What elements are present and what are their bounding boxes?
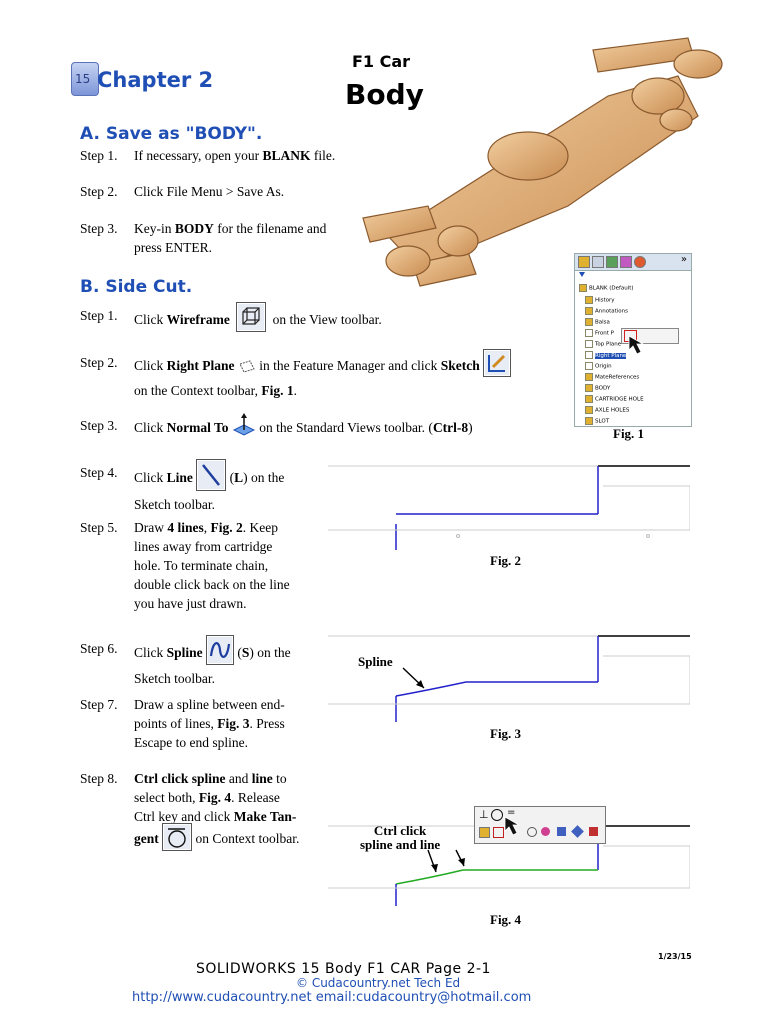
relation-icon[interactable]	[493, 827, 504, 838]
tangent-icon[interactable]	[491, 809, 503, 821]
dim-tab-icon[interactable]	[620, 256, 632, 268]
options-icon[interactable]	[589, 827, 598, 836]
wireframe-icon	[236, 302, 267, 332]
perpendicular-icon[interactable]: ⊥	[479, 808, 489, 821]
chapter-badge: 15	[71, 62, 99, 96]
fig-3-spline-label: Spline	[358, 654, 393, 669]
equal-icon[interactable]: =	[507, 807, 516, 818]
fig-4-context-toolbar: ⊥ =	[474, 806, 606, 844]
property-tab-icon[interactable]	[592, 256, 604, 268]
plane-icon	[239, 360, 255, 373]
view-icon[interactable]	[557, 827, 566, 836]
tree-item-root[interactable]: BLANK (Default)	[579, 284, 634, 292]
figure-3	[328, 635, 690, 722]
footer-title: SOLIDWORKS 15 Body F1 CAR Page 2-1	[196, 961, 491, 977]
display-icon[interactable]	[541, 827, 550, 836]
page-subtitle: F1 Car	[352, 52, 411, 71]
config-tab-icon[interactable]	[606, 256, 618, 268]
zoom-icon[interactable]	[527, 827, 537, 837]
footer-date: 1/23/15	[658, 952, 692, 961]
fig-1-caption: Fig. 1	[613, 426, 645, 441]
tree-item-history[interactable]: History	[585, 296, 615, 304]
chapter-badge-number: 15	[75, 72, 91, 86]
feature-manager-panel: » BLANK (Default) History Annotations Ba…	[574, 253, 692, 427]
f1-car-image	[362, 37, 723, 287]
page-title: Body	[345, 78, 424, 111]
section-a-heading: A. Save as "BODY".	[80, 124, 263, 144]
feature-manager-toolbar: »	[575, 254, 691, 271]
display-tab-icon[interactable]	[634, 256, 646, 268]
fig-2-caption: Fig. 2	[490, 553, 522, 568]
normal-to-icon	[232, 412, 256, 438]
sketch-icon	[483, 349, 512, 377]
fig-3-caption: Fig. 3	[490, 726, 522, 741]
fig-4-caption: Fig. 4	[490, 912, 522, 927]
tree-item-annotations[interactable]: Annotations	[585, 307, 628, 315]
tree-item-axle-holes[interactable]: AXLE HOLES	[585, 406, 629, 414]
chapter-label: Chapter 2	[97, 68, 214, 92]
section-b-heading: B. Side Cut.	[80, 277, 193, 297]
tree-item-top-plane[interactable]: Top Plane	[585, 340, 621, 348]
make-tangent-icon	[162, 823, 193, 851]
tree-item-slot[interactable]: SLOT	[585, 417, 609, 425]
tree-item-matereferences[interactable]: MateReferences	[585, 373, 639, 381]
tree-item-cartridge-hole[interactable]: CARTRIDGE HOLE	[585, 395, 644, 403]
rotate-icon[interactable]	[571, 825, 584, 838]
footer-links[interactable]: http://www.cudacountry.net email:cudacou…	[132, 990, 532, 1005]
cursor-arrow-icon-2	[504, 816, 521, 836]
expand-icon[interactable]: »	[680, 254, 687, 265]
tree-item-front-plane[interactable]: Front P	[585, 329, 614, 337]
figure-2	[328, 465, 690, 550]
fix-icon[interactable]	[479, 827, 490, 838]
tree-item-body[interactable]: BODY	[585, 384, 610, 392]
tree-item-right-plane[interactable]: Right Plane	[585, 351, 627, 359]
tree-item-material[interactable]: Balsa	[585, 318, 610, 326]
feature-tree-tab-icon[interactable]	[578, 256, 590, 268]
cursor-arrow-icon	[628, 335, 645, 355]
footer-copyright: © Cudacountry.net Tech Ed	[296, 976, 461, 990]
line-tool-icon	[196, 459, 227, 491]
filter-icon[interactable]	[579, 272, 585, 278]
spline-tool-icon	[206, 635, 235, 665]
tree-item-origin[interactable]: Origin	[585, 362, 612, 370]
